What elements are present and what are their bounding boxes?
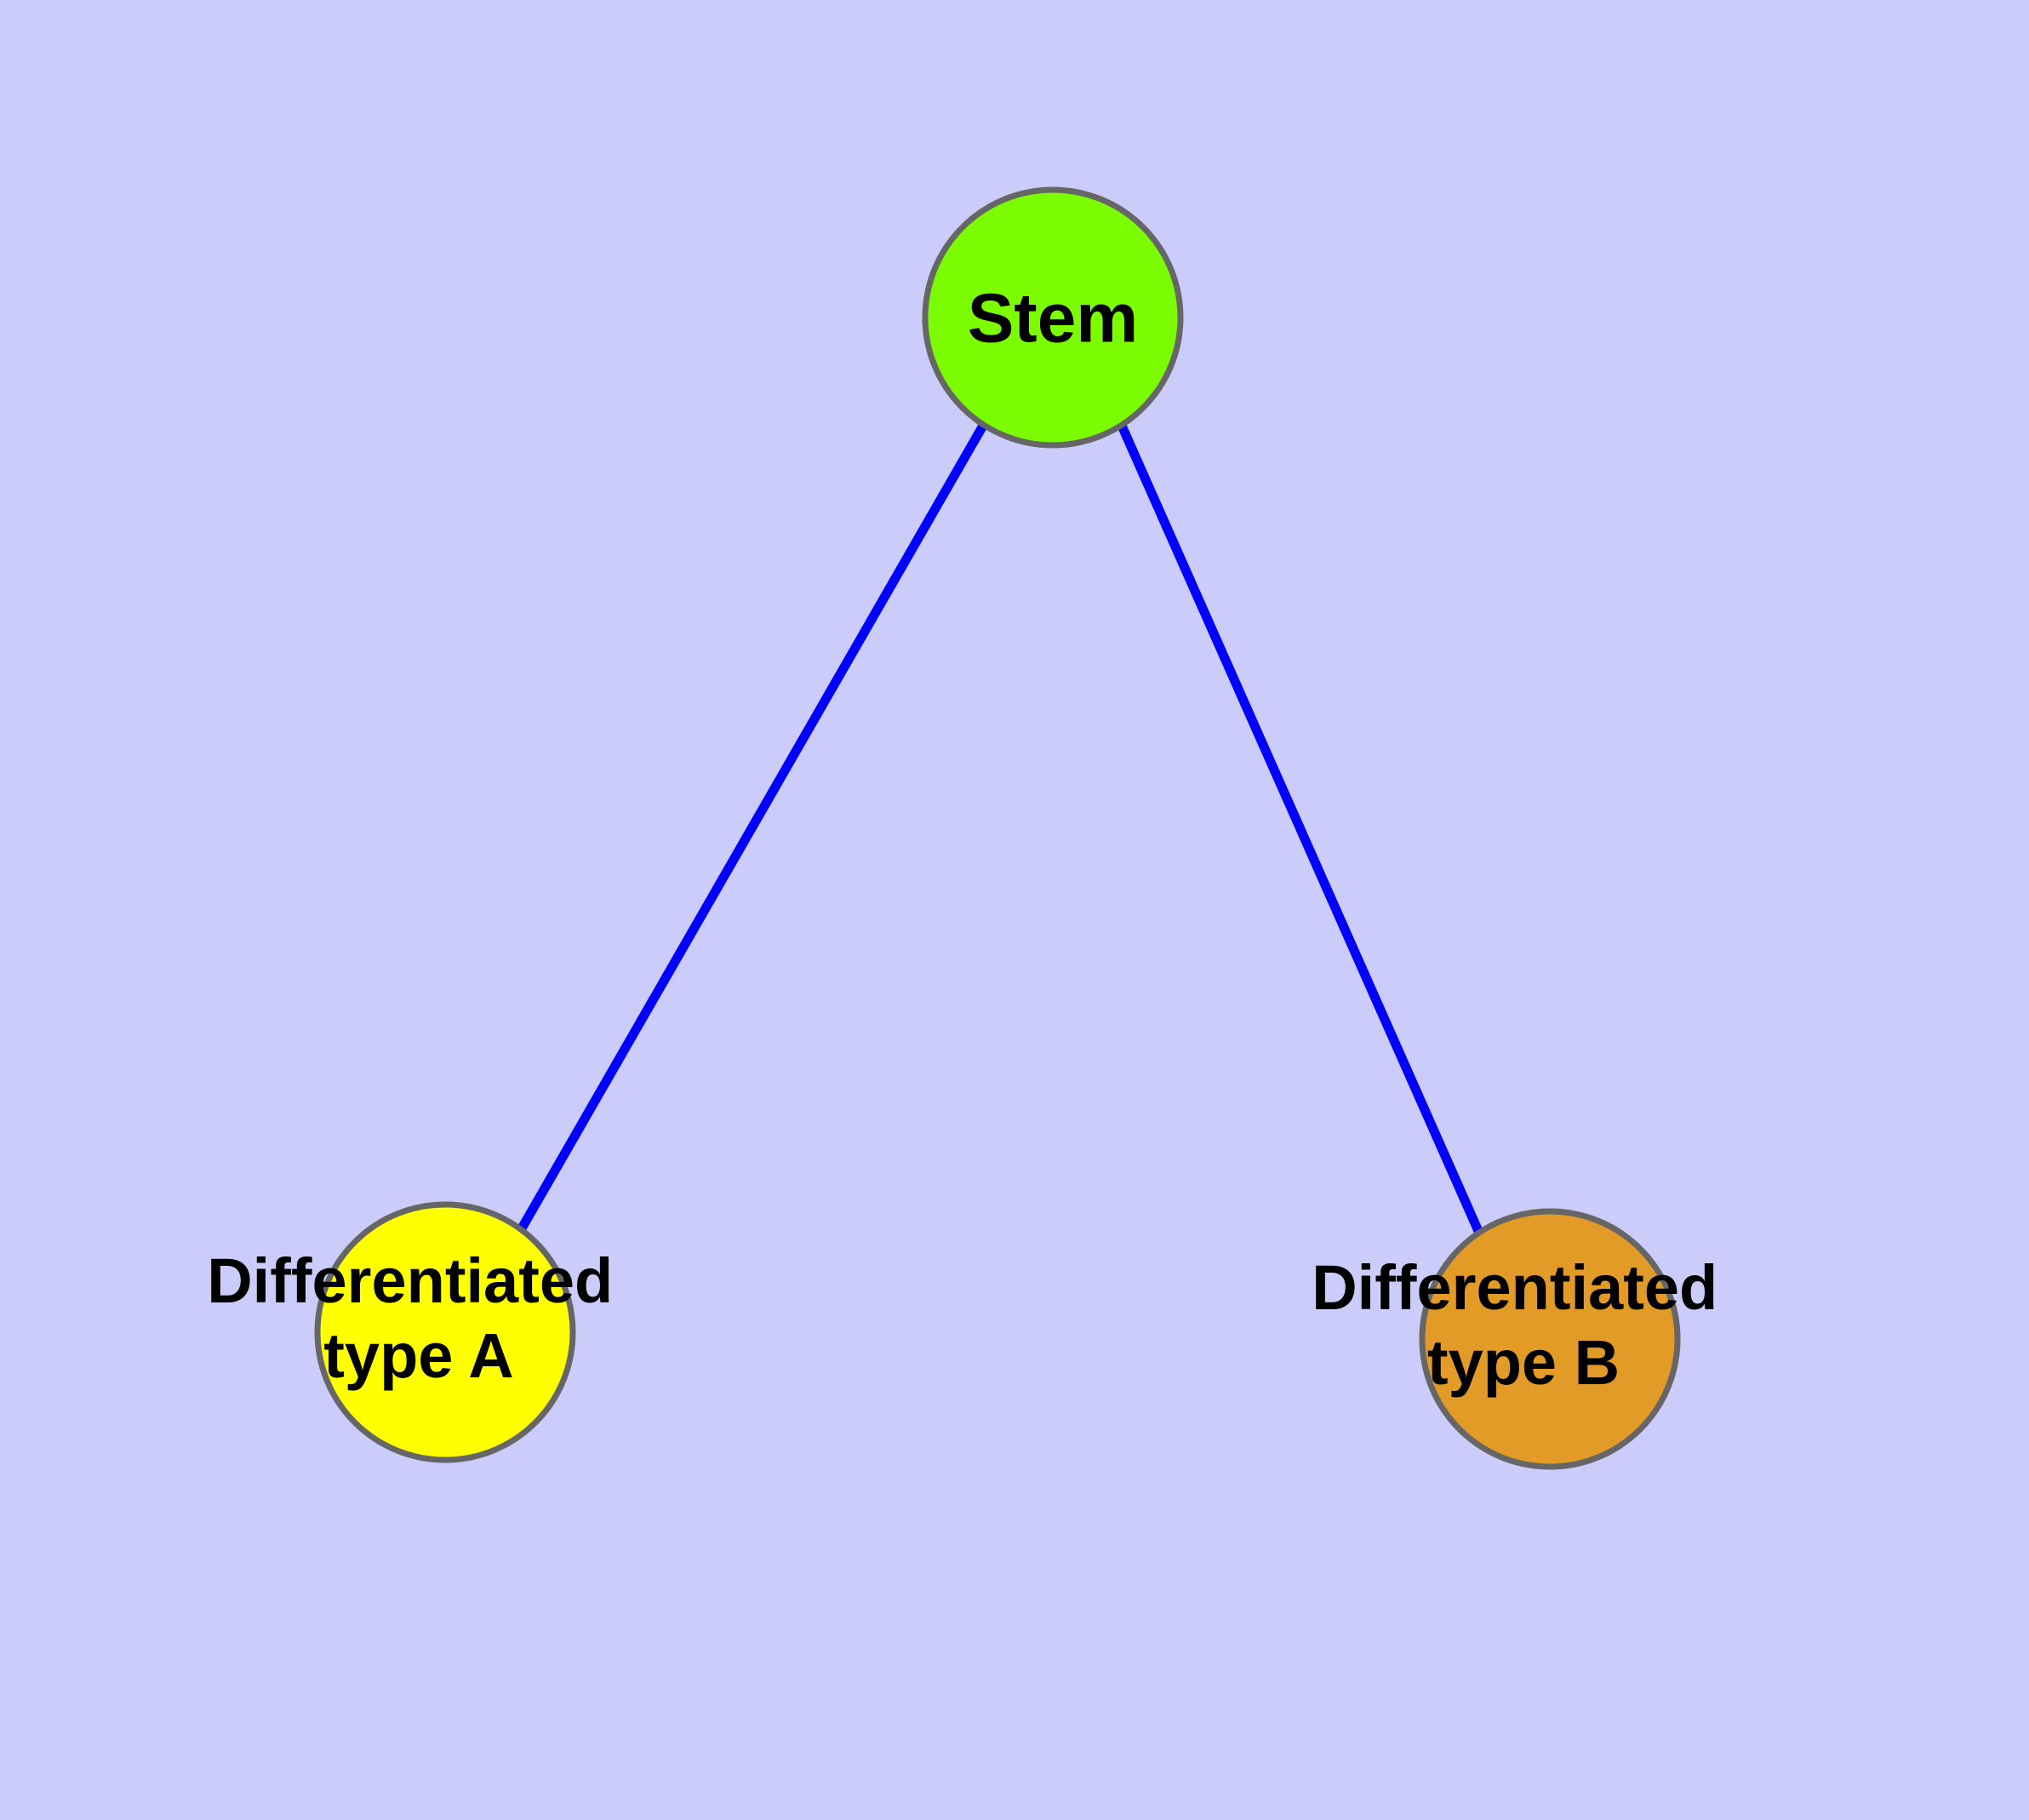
edge-layer <box>517 423 1483 1233</box>
node-differentiated-type-b[interactable] <box>1419 1208 1681 1470</box>
edge-stem-to-type-a[interactable] <box>517 423 987 1231</box>
node-layer <box>314 186 1681 1470</box>
node-stem[interactable] <box>922 186 1184 449</box>
node-differentiated-type-a[interactable] <box>314 1201 576 1463</box>
node-differentiated-type-a-label-line-2: type A <box>323 1320 513 1391</box>
node-differentiated-type-b-label-line-1: Differentiated <box>1312 1252 1718 1323</box>
node-stem-label: Stem <box>968 280 1139 358</box>
edge-stem-to-type-b[interactable] <box>1117 423 1483 1233</box>
node-differentiated-type-b-label-line-2: type B <box>1427 1327 1620 1398</box>
node-stem-label-line-1: Stem <box>968 280 1139 358</box>
label-layer: Stem Differentiated type A Differentiate… <box>207 280 1735 1398</box>
node-differentiated-type-a-label: Differentiated type A <box>207 1245 631 1391</box>
node-differentiated-type-a-circle[interactable] <box>314 1201 576 1463</box>
node-differentiated-type-b-label: Differentiated type B <box>1312 1252 1735 1398</box>
node-differentiated-type-a-label-line-1: Differentiated <box>207 1245 613 1316</box>
node-stem-circle[interactable] <box>922 186 1184 449</box>
node-differentiated-type-b-circle[interactable] <box>1419 1208 1681 1470</box>
